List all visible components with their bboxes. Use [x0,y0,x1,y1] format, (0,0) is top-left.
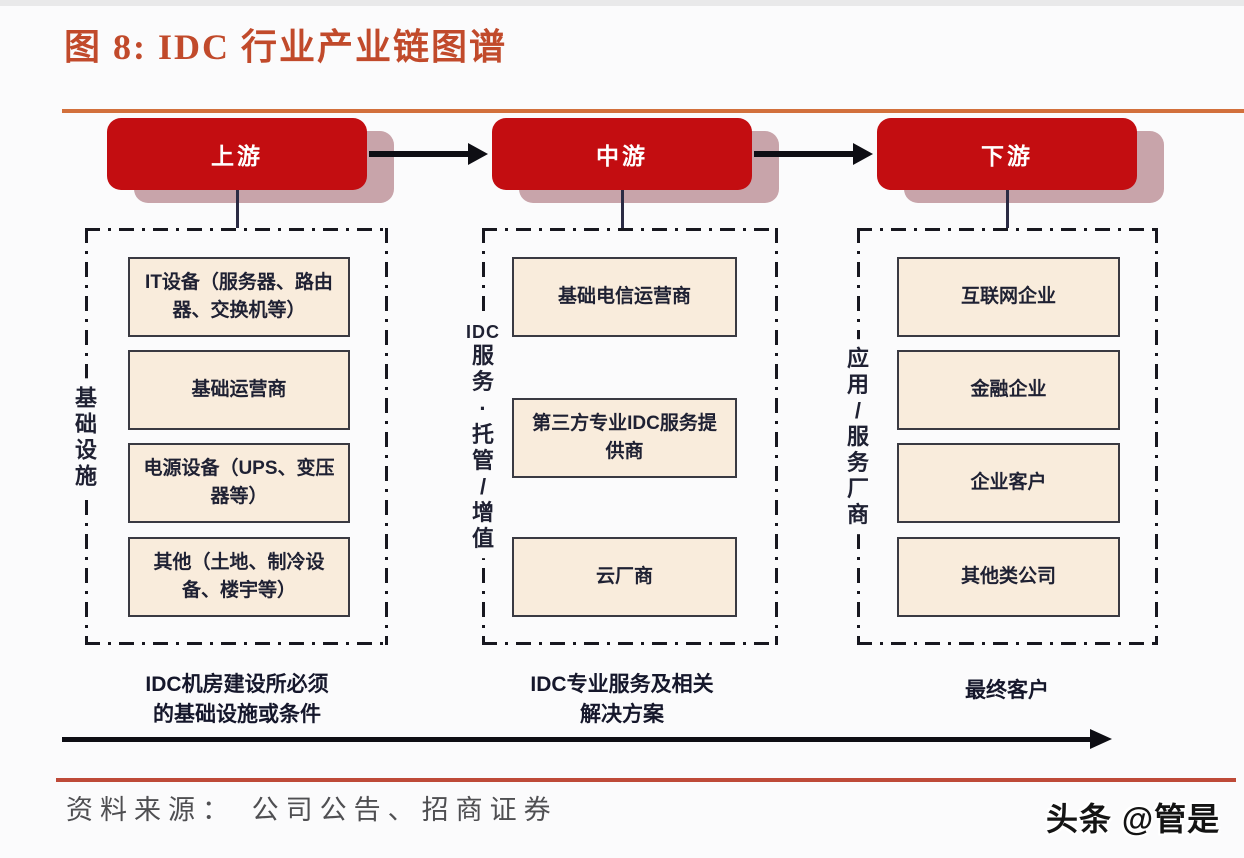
upstream-caption-line2: 的基础设施或条件 [153,703,321,727]
item-box: 互联网企业 [897,257,1120,337]
item-box: IT设备（服务器、路由器、交换机等） [128,257,350,337]
connector-line [236,190,239,228]
upstream-caption: IDC机房建设所必须 的基础设施或条件 [87,670,387,731]
footer-divider-rule [56,778,1236,782]
stage-pill-midstream: 中游 [492,118,752,190]
source-note: 资料来源： 公司公告、招商证券 [66,795,558,826]
item-box: 电源设备（UPS、变压器等） [128,443,350,523]
stage-pill-midstream-label: 中游 [596,143,648,169]
downstream-side-label: 应用/服务厂商 [844,338,872,535]
flow-direction-arrow-icon [62,729,1112,749]
connector-line [621,190,624,228]
watermark-text: 头条 @管是 [1046,801,1221,837]
midstream-caption: IDC专业服务及相关 解决方案 [472,670,772,731]
item-box: 基础运营商 [128,350,350,430]
figure-title: 图 8: IDC 行业产业链图谱 [64,27,507,67]
title-divider-rule [62,109,1244,113]
arrow-right-icon [754,143,873,165]
item-box: 企业客户 [897,443,1120,523]
midstream-caption-line2: 解决方案 [580,703,664,727]
upstream-group-box: 基础设施 IT设备（服务器、路由器、交换机等） 基础运营商 电源设备（UPS、变… [72,228,388,645]
item-box: 云厂商 [512,537,737,617]
connector-line [1006,190,1009,228]
top-edge-strip [0,0,1244,6]
item-box: 其他（土地、制冷设备、楼宇等） [128,537,350,617]
upstream-side-label: 基础设施 [72,377,100,496]
downstream-group-box: 应用/服务厂商 互联网企业 金融企业 企业客户 其他类公司 [844,228,1158,645]
downstream-caption-line1: 最终客户 [965,679,1049,702]
item-box: 基础电信运营商 [512,257,737,337]
stage-pill-upstream: 上游 [107,118,367,190]
item-box: 金融企业 [897,350,1120,430]
item-box: 其他类公司 [897,537,1120,617]
downstream-caption: 最终客户 [857,676,1157,706]
stage-pill-downstream: 下游 [877,118,1137,190]
stage-pill-upstream-label: 上游 [211,143,263,169]
item-box: 第三方专业IDC服务提供商 [512,398,737,478]
upstream-caption-line1: IDC机房建设所必须 [145,673,329,696]
stage-pill-downstream-label: 下游 [981,143,1033,169]
midstream-caption-line1: IDC专业服务及相关 [530,673,714,696]
arrow-right-icon [369,143,488,165]
